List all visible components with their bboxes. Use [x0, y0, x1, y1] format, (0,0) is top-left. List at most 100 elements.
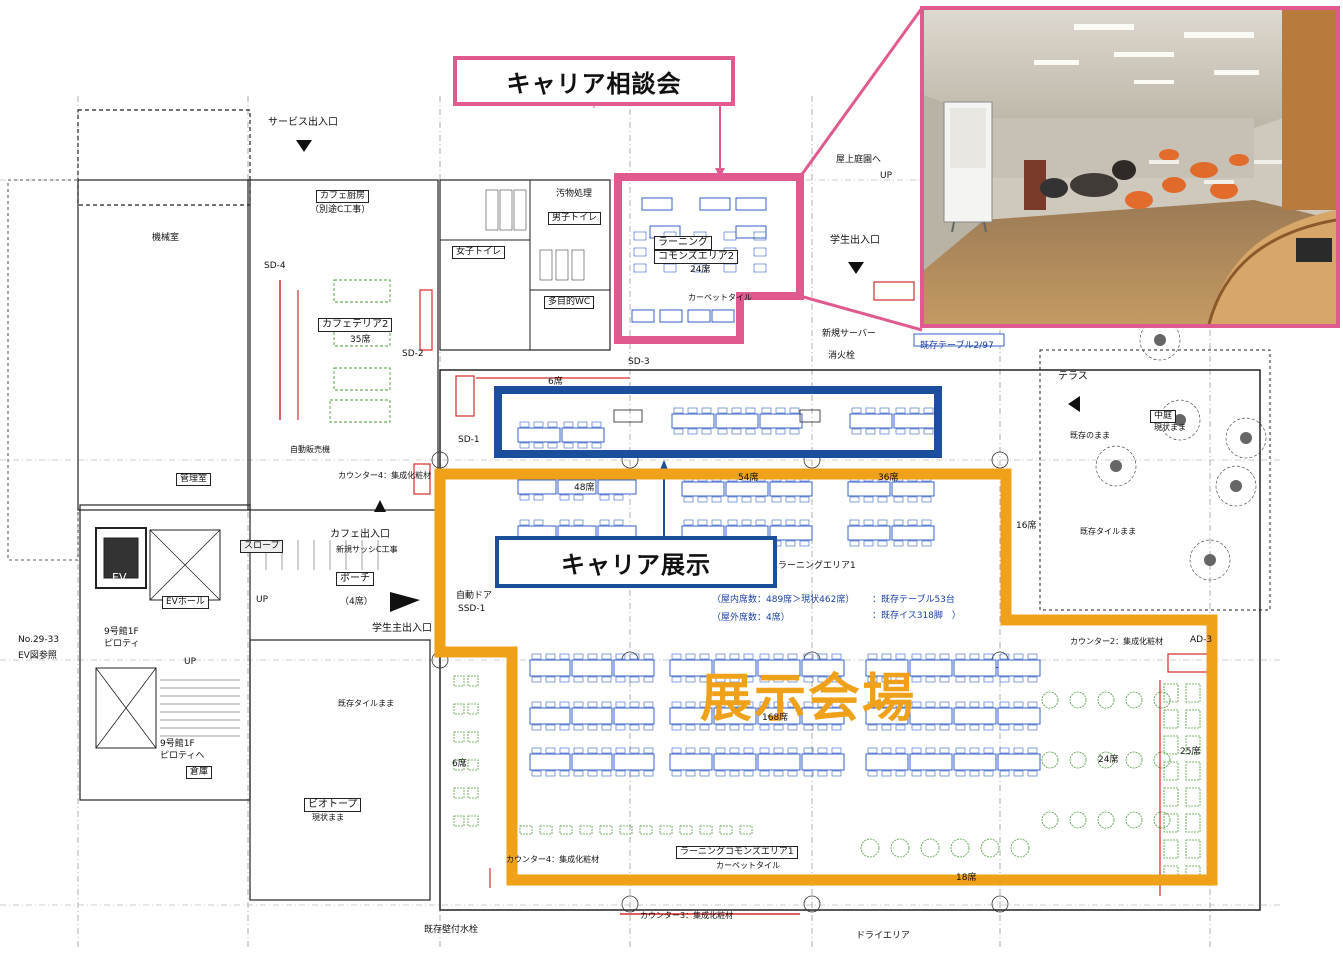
learning-commons2b-label: コモンズエリア2 — [654, 250, 739, 264]
commons-table — [699, 197, 731, 211]
stair-cross — [95, 667, 157, 749]
seats-6b-label: 6席 — [452, 759, 467, 769]
exhibit-chair — [545, 770, 556, 777]
exhibit-chair — [729, 770, 740, 777]
exhibit-chair — [925, 770, 936, 777]
green-chair — [467, 759, 479, 771]
exhibit-chair — [629, 701, 640, 708]
exhibit-chair — [699, 676, 710, 683]
exhibit-chair — [895, 724, 906, 731]
exhibit-chair — [519, 421, 530, 428]
exhibit-chair — [671, 676, 682, 683]
existing-tile-label: 既存タイルまま — [1080, 527, 1136, 536]
exhibit-chair — [879, 428, 890, 435]
green-bench — [1163, 787, 1179, 807]
exhibit-chair — [999, 770, 1010, 777]
exhibit-chair — [547, 442, 558, 449]
exhibit-chair — [643, 701, 654, 708]
exhibit-chair — [909, 428, 920, 435]
green-chair — [639, 825, 653, 835]
exhibit-chair — [1013, 770, 1024, 777]
exhibit-table — [571, 753, 613, 771]
exhibit-chair — [877, 519, 888, 526]
green-bench — [1185, 839, 1201, 859]
exhibit-chair — [877, 496, 888, 503]
rooftop-garden-label: 屋上庭園へ — [836, 155, 882, 165]
exhibit-chair — [601, 653, 612, 660]
exhibit-chair — [1027, 701, 1038, 708]
exhibit-table — [769, 481, 813, 497]
piloti-to-label: ピロティへ — [160, 751, 205, 761]
counter3-label: カウンター3：集成化粧材 — [640, 911, 734, 920]
exhibit-chair — [701, 428, 712, 435]
exhibit-chair — [533, 519, 544, 526]
tree-trunk — [1230, 480, 1242, 492]
exhibit-chair — [911, 701, 922, 708]
exhibit-chair — [955, 770, 966, 777]
exhibit-chair — [531, 747, 542, 754]
exhibit-chair — [851, 407, 862, 414]
exhibit-table — [847, 525, 891, 541]
green-chair — [453, 759, 465, 771]
exhibit-chair — [545, 653, 556, 660]
exhibit-chair — [939, 747, 950, 754]
commons-chair — [753, 231, 767, 241]
exhibit-chair — [895, 428, 906, 435]
entrance-arrow — [374, 500, 386, 512]
exhibit-chair — [803, 770, 814, 777]
toilet-stall — [555, 249, 569, 281]
exhibit-table — [557, 479, 597, 495]
seats-54-label: 54席 — [738, 473, 759, 483]
exhibit-chair — [787, 676, 798, 683]
exhibit-chair — [587, 676, 598, 683]
exhibit-chair — [531, 770, 542, 777]
exhibit-chair — [911, 747, 922, 754]
exhibit-chair — [729, 653, 740, 660]
existing-table-row — [913, 333, 1005, 347]
exhibit-chair — [743, 770, 754, 777]
exhibit-table — [757, 659, 801, 677]
courtyard-label: 中庭 — [1150, 410, 1177, 423]
exhibit-chair — [587, 770, 598, 777]
exhibit-chair — [741, 496, 752, 503]
exhibit-chair — [1013, 653, 1024, 660]
ad3-label: AD-3 — [1190, 635, 1213, 645]
exhibit-chair — [613, 519, 624, 526]
exhibit-chair — [911, 724, 922, 731]
carpet-tile-top-label: カーペットタイル — [688, 293, 752, 302]
student-entrance-label: 学生出入口 — [830, 235, 880, 246]
counter-block — [455, 375, 475, 417]
green-terrace-seat — [1125, 811, 1143, 829]
sd1-label: SD-1 — [458, 435, 480, 445]
exhibit-chair — [895, 770, 906, 777]
exhibit-chair — [699, 701, 710, 708]
exhibit-chair — [629, 676, 640, 683]
exhibit-chair — [803, 701, 814, 708]
exhibit-table — [801, 753, 845, 771]
exhibit-chair — [863, 496, 874, 503]
learning-area1-label: ラーニングエリア1 — [778, 561, 856, 571]
exhibit-chair — [921, 496, 932, 503]
existing-tables-53-label: ：既存テーブル53台 — [872, 595, 955, 605]
exhibit-chair — [711, 519, 722, 526]
exhibit-chair — [701, 407, 712, 414]
exhibit-chair — [787, 770, 798, 777]
exhibit-chair — [907, 519, 918, 526]
exhibit-chair — [895, 676, 906, 683]
structural-column — [991, 895, 1009, 913]
exhibit-chair — [773, 747, 784, 754]
exhibit-chair — [969, 770, 980, 777]
tree-canopy — [1095, 445, 1137, 487]
exhibit-chair — [587, 701, 598, 708]
exhibit-chair — [573, 724, 584, 731]
exhibit-chair — [545, 747, 556, 754]
green-bench — [1163, 709, 1179, 729]
exhibit-table — [997, 659, 1041, 677]
exhibit-chair — [673, 428, 684, 435]
tree-trunk — [1174, 414, 1186, 426]
green-terrace-seat — [1125, 751, 1143, 769]
exhibit-chair — [983, 747, 994, 754]
exhibit-chair — [697, 496, 708, 503]
commons-chair — [753, 247, 767, 257]
exhibit-chair — [909, 407, 920, 414]
